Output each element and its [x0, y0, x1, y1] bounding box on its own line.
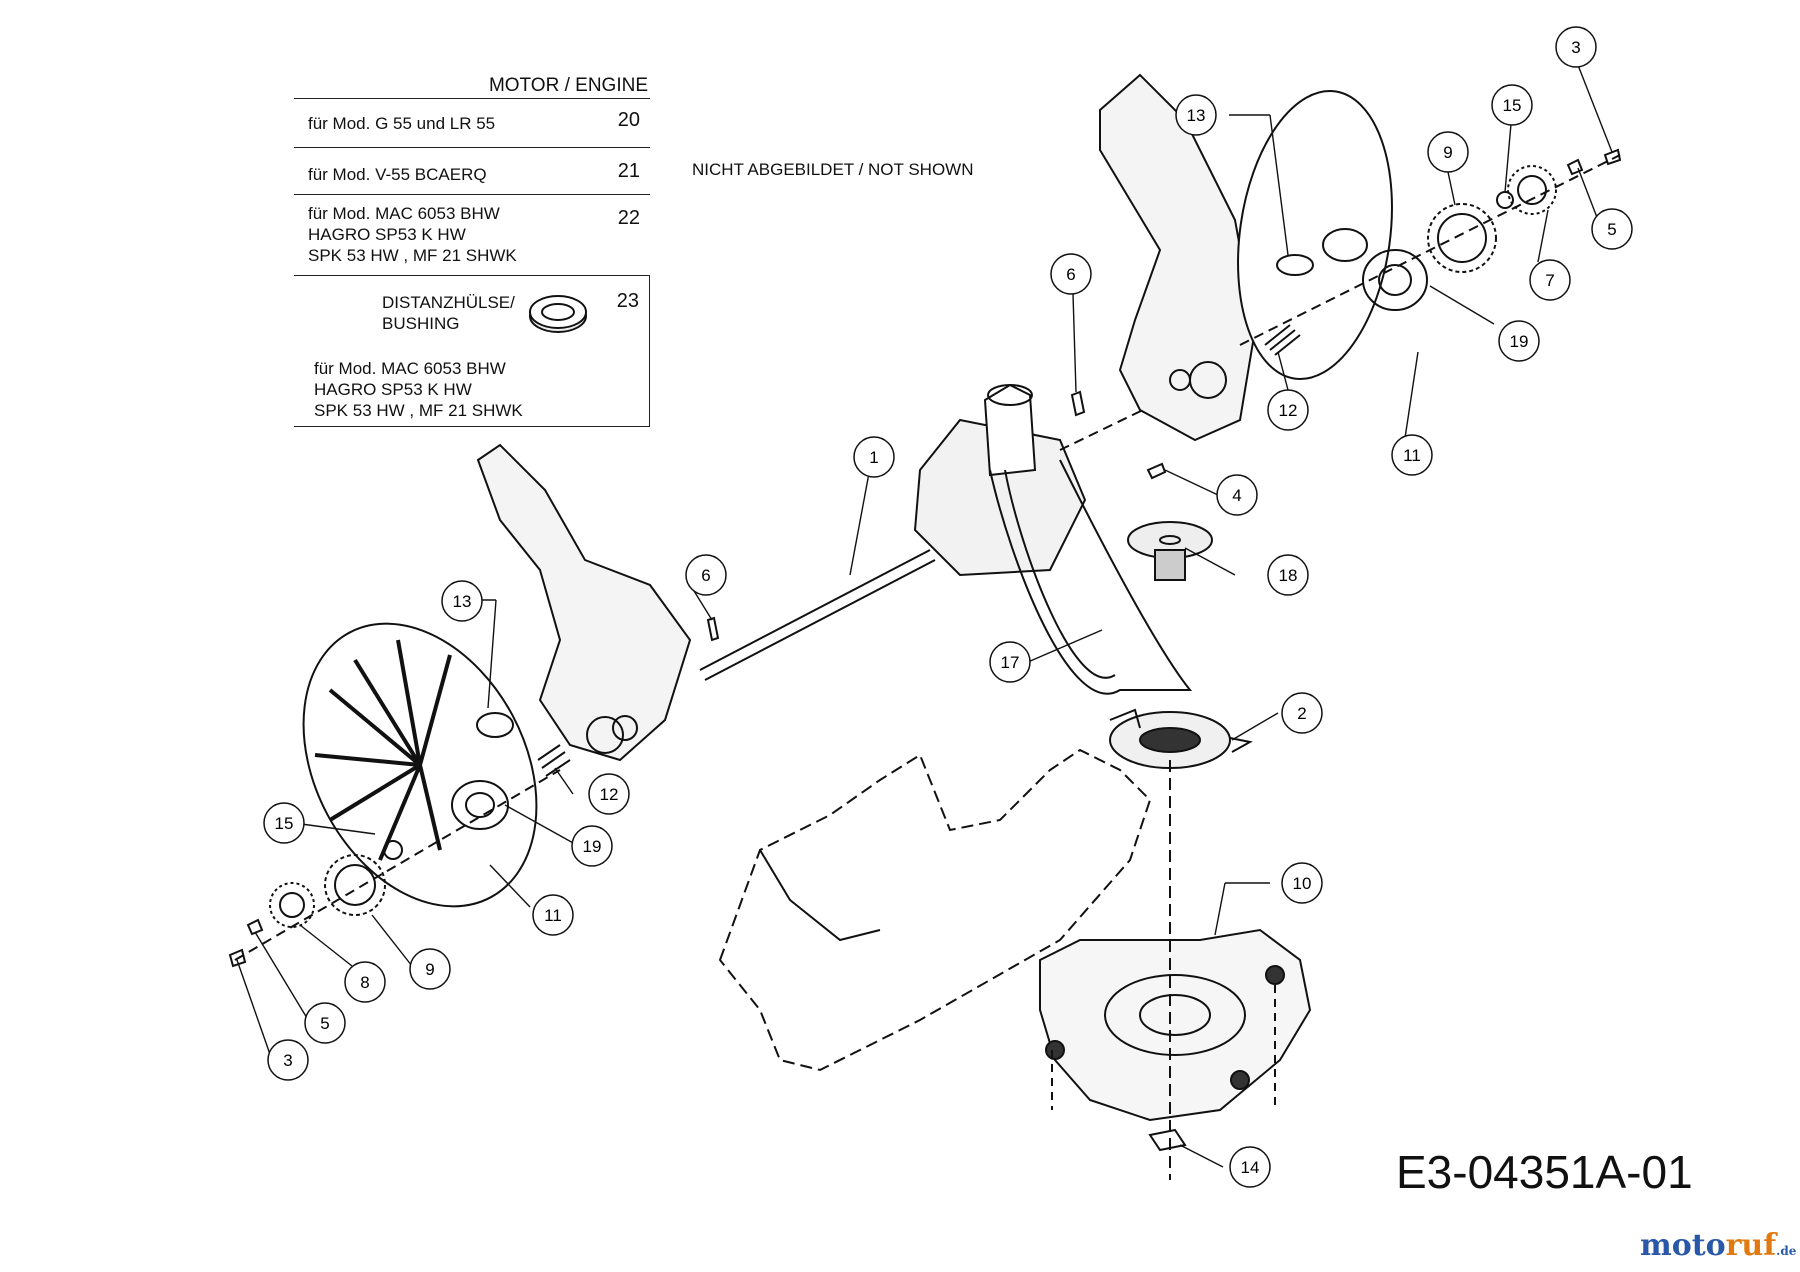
callout-number: 5 [320, 1014, 329, 1033]
callout: 7 [1529, 259, 1571, 301]
discharge-chute [718, 748, 1152, 1072]
legend-row-number: 20 [617, 109, 640, 131]
callout-markers: 3 15 13 9 5 7 19 11 6 12 1 4 18 6 13 17 … [263, 26, 1633, 1188]
callout: 15 [1491, 84, 1533, 126]
pin-lower [706, 616, 720, 642]
callout-number: 4 [1232, 486, 1241, 505]
callout-number: 19 [583, 837, 602, 856]
callout: 12 [588, 773, 630, 815]
callout-number: 1 [869, 448, 878, 467]
callout-number: 6 [701, 566, 710, 585]
callout-number: 5 [1607, 220, 1616, 239]
left-side-bracket [476, 443, 692, 762]
callout: 8 [344, 961, 386, 1003]
callout-number: 9 [1443, 143, 1452, 162]
callout: 18 [1267, 554, 1309, 596]
callout: 6 [1050, 253, 1092, 295]
brand-logo: motoruf.de [1640, 1228, 1796, 1263]
legend-row-text: für Mod. MAC 6053 BHW HAGRO SP53 K HW SP… [308, 204, 517, 265]
left-gears [228, 769, 561, 968]
pin-upper [1070, 390, 1086, 417]
base-housing [1039, 760, 1312, 1180]
callout-number: 15 [275, 814, 294, 833]
legend-row: für Mod. MAC 6053 BHW HAGRO SP53 K HW SP… [294, 195, 650, 276]
brand-part-3: .de [1776, 1244, 1797, 1258]
callout-number: 17 [1001, 653, 1020, 672]
callout-number: 8 [360, 973, 369, 992]
callout-number: 3 [1571, 38, 1580, 57]
callout-number: 11 [1403, 446, 1421, 465]
legend-row-text: DISTANZHÜLSE/ BUSHING [382, 293, 515, 333]
bushing-icon [529, 295, 587, 333]
callout: 15 [263, 802, 305, 844]
callout: 11 [1391, 434, 1433, 476]
clutch-housing [1109, 708, 1253, 769]
callout: 3 [1555, 26, 1597, 68]
legend-row-number: 23 [616, 290, 639, 312]
brand-part-1: moto [1640, 1228, 1726, 1263]
legend-header: MOTOR / ENGINE [294, 74, 650, 99]
callout: 4 [1216, 474, 1258, 516]
legend-row-text: für Mod. G 55 und LR 55 [308, 114, 496, 133]
callout-number: 19 [1510, 332, 1529, 351]
legend-row-models: für Mod. MAC 6053 BHW HAGRO SP53 K HW SP… [314, 359, 523, 420]
callout: 17 [989, 641, 1031, 683]
callout: 9 [1427, 131, 1469, 173]
callout-number: 13 [453, 592, 472, 611]
legend-row: für Mod. G 55 und LR 55 20 [294, 99, 650, 148]
callout-number: 11 [544, 906, 562, 925]
callout-number: 2 [1297, 704, 1306, 723]
callout: 10 [1281, 862, 1323, 904]
legend-row: für Mod. V-55 BCAERQ 21 [294, 148, 650, 195]
callout: 12 [1267, 389, 1309, 431]
callout-number: 6 [1066, 265, 1075, 284]
callout: 6 [685, 554, 727, 596]
callout: 19 [1498, 320, 1540, 362]
drawing-code: E3-04351A-01 [1396, 1146, 1693, 1198]
bolt [1146, 462, 1167, 480]
legend-row-bushing: DISTANZHÜLSE/ BUSHING 23 für Mod. MAC 60… [294, 276, 650, 427]
gearbox [913, 383, 1193, 695]
callout-number: 15 [1503, 96, 1522, 115]
engine-legend-table: MOTOR / ENGINE für Mod. G 55 und LR 55 2… [294, 74, 650, 427]
pulley-disc [1127, 521, 1213, 581]
spring-right [1264, 324, 1301, 356]
callout: 13 [441, 580, 483, 622]
callout-number: 3 [283, 1051, 292, 1070]
callout-number: 7 [1545, 271, 1554, 290]
legend-row-number: 21 [617, 160, 640, 182]
spring-left [537, 744, 571, 777]
right-gears [1239, 148, 1622, 346]
callout-number: 13 [1187, 106, 1206, 125]
legend-row-number: 22 [617, 207, 640, 229]
callout-number: 12 [1279, 401, 1298, 420]
callout-number: 14 [1241, 1158, 1260, 1177]
legend-row-text: für Mod. V-55 BCAERQ [308, 165, 487, 184]
callout: 2 [1281, 692, 1323, 734]
callout: 14 [1229, 1146, 1271, 1188]
callout-number: 18 [1279, 566, 1298, 585]
callout-number: 12 [600, 785, 619, 804]
callout: 9 [409, 948, 451, 990]
left-wheel-disc [302, 622, 538, 908]
not-shown-note: NICHT ABGEBILDET / NOT SHOWN [692, 160, 974, 179]
callout: 19 [571, 825, 613, 867]
callout: 13 [1175, 94, 1217, 136]
callout-number: 9 [425, 960, 434, 979]
callout: 5 [304, 1002, 346, 1044]
callout: 1 [853, 436, 895, 478]
brand-part-2: ruf [1725, 1228, 1777, 1263]
callout: 3 [267, 1039, 309, 1081]
right-side-bracket [1099, 73, 1257, 442]
callout-number: 10 [1293, 874, 1312, 893]
callout: 5 [1591, 208, 1633, 250]
small-clip [1148, 1128, 1187, 1152]
callout: 11 [532, 894, 574, 936]
